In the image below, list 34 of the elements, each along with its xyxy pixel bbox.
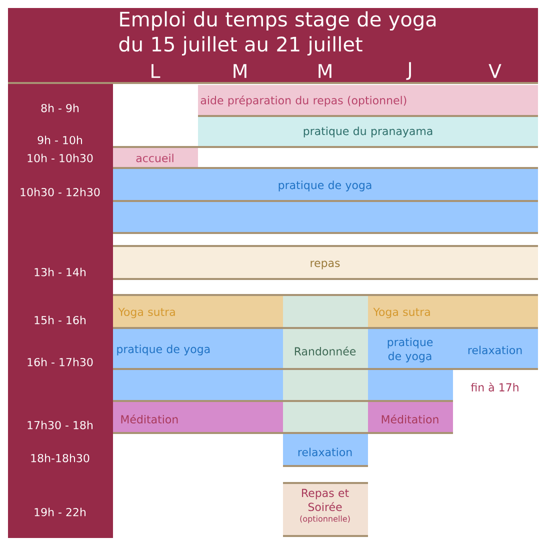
activity-block: Méditation (113, 402, 283, 433)
time-label: 10h30 - 12h30 (20, 188, 100, 196)
time-label: 9h - 10h (38, 136, 82, 144)
day-label: J (406, 62, 411, 80)
node-label: relaxation (468, 346, 522, 354)
node-label: pratique de yoga (388, 338, 433, 362)
time-label: 19h - 22h (34, 508, 86, 516)
activity-block: relaxation (283, 434, 368, 466)
time-label: 10h - 10h30 (28, 154, 93, 162)
activity-block: Yoga sutra (368, 296, 538, 328)
time-label: 13h - 14h (34, 268, 86, 276)
activity-block: Randonnée (283, 296, 368, 433)
note: fin à 17h (470, 382, 518, 392)
time-label: 18h-18h30 (31, 454, 90, 462)
activity-block: pratique de yoga (113, 329, 283, 401)
activity-block: pratique de yoga (113, 169, 538, 233)
activity-block: relaxation (453, 329, 538, 369)
activity-block: Yoga sutra (113, 296, 283, 328)
activity-block: repas (113, 247, 538, 279)
activity-block: aide préparation du repas (optionnel) (198, 85, 538, 116)
activity-block: pratique du pranayama (198, 117, 538, 147)
activity-block: Repas et Soirée (optionnelle) (283, 484, 368, 536)
time-label: 15h - 16h (34, 316, 86, 324)
time-label: 8h - 9h (41, 104, 78, 112)
day-label: M (234, 64, 246, 78)
day-label: L (152, 64, 160, 78)
day-label: V (488, 64, 502, 78)
time-label: 17h30 - 18h (28, 420, 92, 430)
day-label: M (318, 64, 332, 78)
activity-block: accueil (113, 148, 198, 168)
activity-block: pratique de yoga (368, 329, 453, 401)
title: Emploi du temps stage de yoga du 15 juillet au 21 juillet (119, 11, 436, 56)
time-label: 16h - 17h30 (28, 358, 93, 366)
activity-block: Méditation (368, 402, 453, 433)
